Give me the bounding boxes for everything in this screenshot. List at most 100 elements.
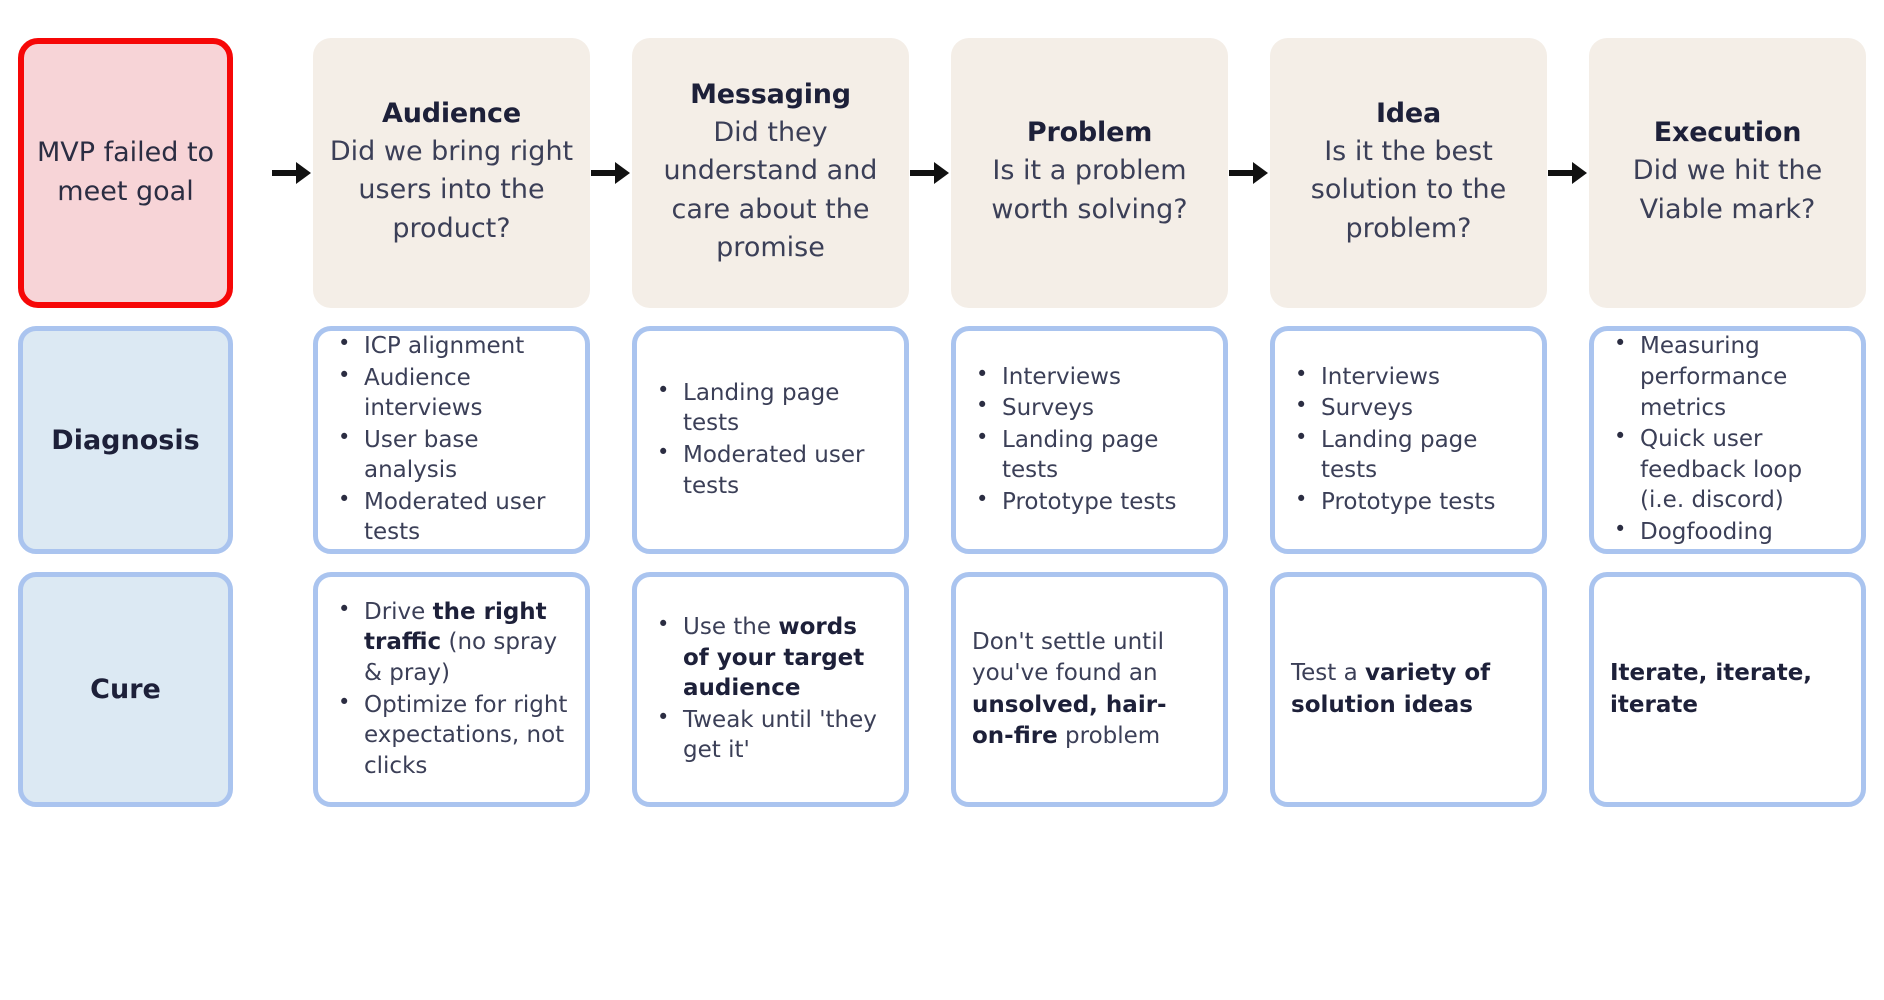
emphasis-text: Iterate, iterate, iterate xyxy=(1610,660,1813,718)
plain-text: Tweak until 'they get it' xyxy=(683,706,877,764)
stage-card-idea: Idea Is it the best solution to the prob… xyxy=(1270,38,1547,308)
row-label-column-cure: Cure xyxy=(18,572,271,807)
diagnosis-card-messaging: Landing page testsModerated user tests xyxy=(632,326,909,554)
stage-question: Did we hit the Viable mark? xyxy=(1632,155,1823,225)
cure-card-execution: Iterate, iterate, iterate xyxy=(1589,572,1866,807)
list-item: Surveys xyxy=(972,392,1207,424)
arrow-to-problem xyxy=(909,38,951,308)
plain-text: (no spray & pray) xyxy=(364,629,558,686)
list-item: Landing page tests xyxy=(653,377,888,439)
stage-card-audience: Audience Did we bring right users into t… xyxy=(313,38,590,308)
cure-column-audience: Drive the right traffic (no spray & pray… xyxy=(271,572,590,807)
cure-list: Use the words of your target audienceTwe… xyxy=(653,611,888,767)
list-item: Surveys xyxy=(1291,392,1526,424)
cure-card-audience: Drive the right traffic (no spray & pray… xyxy=(313,572,590,807)
list-item: Landing page tests xyxy=(1291,424,1526,486)
emphasis-text: unsolved, hair-on-fire xyxy=(972,691,1167,750)
cure-card-idea: Test a variety of solution ideas xyxy=(1270,572,1547,807)
stage-column-audience: Audience Did we bring right users into t… xyxy=(271,38,590,308)
list-item: Prototype tests xyxy=(1291,486,1526,518)
stage-question: Is it a problem worth solving? xyxy=(991,155,1188,225)
list-item: Interviews xyxy=(972,361,1207,393)
stage-card-problem: Problem Is it a problem worth solving? xyxy=(951,38,1228,308)
stage-title: Execution xyxy=(1653,117,1802,149)
diagnosis-list-problem: InterviewsSurveysLanding page testsProto… xyxy=(972,361,1207,519)
list-item: Dogfooding xyxy=(1610,516,1845,548)
stage-column-execution: Execution Did we hit the Viable mark? xyxy=(1547,38,1866,308)
stage-question: Did they understand and care about the p… xyxy=(663,116,878,263)
stage-card-messaging: Messaging Did they understand and care a… xyxy=(632,38,909,308)
list-item: Moderated user tests xyxy=(653,439,888,501)
arrow-right-icon xyxy=(272,162,311,184)
row-label-text: Cure xyxy=(90,674,161,705)
cure-paragraph: Iterate, iterate, iterate xyxy=(1610,658,1845,721)
stage-column-messaging: Messaging Did they understand and care a… xyxy=(590,38,909,308)
list-item: Measuring performance metrics xyxy=(1610,330,1845,423)
row-label-cure: Cure xyxy=(18,572,233,807)
diagnosis-row: Diagnosis ICP alignmentAudience intervie… xyxy=(18,326,1866,554)
list-item: Drive the right traffic (no spray & pray… xyxy=(334,596,569,689)
stage-column-idea: Idea Is it the best solution to the prob… xyxy=(1228,38,1547,308)
emphasis-text: variety of solution ideas xyxy=(1291,660,1491,718)
cure-paragraph: Test a variety of solution ideas xyxy=(1291,658,1526,721)
arrow-right-icon xyxy=(910,162,949,184)
emphasis-text: words of your target audience xyxy=(683,614,865,702)
alert-text: MVP failed to meet goal xyxy=(36,137,215,207)
cure-column-idea: Test a variety of solution ideas xyxy=(1228,572,1547,807)
row-label-column-diagnosis: Diagnosis xyxy=(18,326,271,554)
cure-column-execution: Iterate, iterate, iterate xyxy=(1547,572,1866,807)
list-item: Audience interviews xyxy=(334,362,569,424)
diagnosis-column-problem: InterviewsSurveysLanding page testsProto… xyxy=(909,326,1228,554)
diagnosis-column-idea: InterviewsSurveysLanding page testsProto… xyxy=(1228,326,1547,554)
cure-card-messaging: Use the words of your target audienceTwe… xyxy=(632,572,909,807)
list-item: User base analysis xyxy=(334,424,569,486)
diagnosis-card-execution: Measuring performance metricsQuick user … xyxy=(1589,326,1866,554)
plain-text: Use the xyxy=(683,614,779,641)
diagnosis-list-idea: InterviewsSurveysLanding page testsProto… xyxy=(1291,361,1526,519)
diagnosis-column-execution: Measuring performance metricsQuick user … xyxy=(1547,326,1866,554)
diagnosis-column-audience: ICP alignmentAudience interviewsUser bas… xyxy=(271,326,590,554)
row-label-text: Diagnosis xyxy=(51,424,200,456)
stage-title: Problem xyxy=(1026,117,1153,149)
row-label-diagnosis: Diagnosis xyxy=(18,326,233,554)
arrow-to-idea xyxy=(1228,38,1270,308)
plain-text: Drive xyxy=(364,598,433,625)
plain-text: Test a xyxy=(1291,660,1366,686)
list-item: Tweak until 'they get it' xyxy=(653,704,888,766)
list-item: ICP alignment xyxy=(334,330,569,362)
diagnosis-list-audience: ICP alignmentAudience interviewsUser bas… xyxy=(334,330,569,549)
stage-column-problem: Problem Is it a problem worth solving? xyxy=(909,38,1228,308)
mvp-failure-alert-card: MVP failed to meet goal xyxy=(18,38,233,308)
cure-row: Cure Drive the right traffic (no spray &… xyxy=(18,572,1866,807)
cure-list: Drive the right traffic (no spray & pray… xyxy=(334,596,569,782)
list-item: Prototype tests xyxy=(972,486,1207,518)
diagnosis-card-audience: ICP alignmentAudience interviewsUser bas… xyxy=(313,326,590,554)
plain-text: Optimize for right expectations, not cli… xyxy=(364,691,568,779)
list-item: Interviews xyxy=(1291,361,1526,393)
arrow-to-execution xyxy=(1547,38,1589,308)
plain-text: problem xyxy=(1057,723,1161,749)
list-item: Optimize for right expectations, not cli… xyxy=(334,689,569,782)
arrow-to-audience xyxy=(271,38,313,308)
arrow-right-icon xyxy=(591,162,630,184)
cure-card-problem: Don't settle until you've found an unsol… xyxy=(951,572,1228,807)
stage-question: Is it the best solution to the problem? xyxy=(1310,136,1507,244)
list-item: Quick user feedback loop (i.e. discord) xyxy=(1610,423,1845,516)
diagnosis-list-execution: Measuring performance metricsQuick user … xyxy=(1610,330,1845,548)
stage-header-row: MVP failed to meet goal Audience Did we … xyxy=(18,38,1866,308)
diagnosis-card-idea: InterviewsSurveysLanding page testsProto… xyxy=(1270,326,1547,554)
diagnosis-card-problem: InterviewsSurveysLanding page testsProto… xyxy=(951,326,1228,554)
cure-column-messaging: Use the words of your target audienceTwe… xyxy=(590,572,909,807)
cure-column-problem: Don't settle until you've found an unsol… xyxy=(909,572,1228,807)
diagnosis-list-messaging: Landing page testsModerated user tests xyxy=(653,377,888,502)
list-item: Use the words of your target audience xyxy=(653,611,888,704)
stage-question: Did we bring right users into the produc… xyxy=(329,136,574,244)
cure-paragraph: Don't settle until you've found an unsol… xyxy=(972,627,1207,753)
list-item: Landing page tests xyxy=(972,424,1207,486)
stage-card-execution: Execution Did we hit the Viable mark? xyxy=(1589,38,1866,308)
arrow-to-messaging xyxy=(590,38,632,308)
alert-column: MVP failed to meet goal xyxy=(18,38,271,308)
arrow-right-icon xyxy=(1229,162,1268,184)
diagnosis-column-messaging: Landing page testsModerated user tests xyxy=(590,326,909,554)
